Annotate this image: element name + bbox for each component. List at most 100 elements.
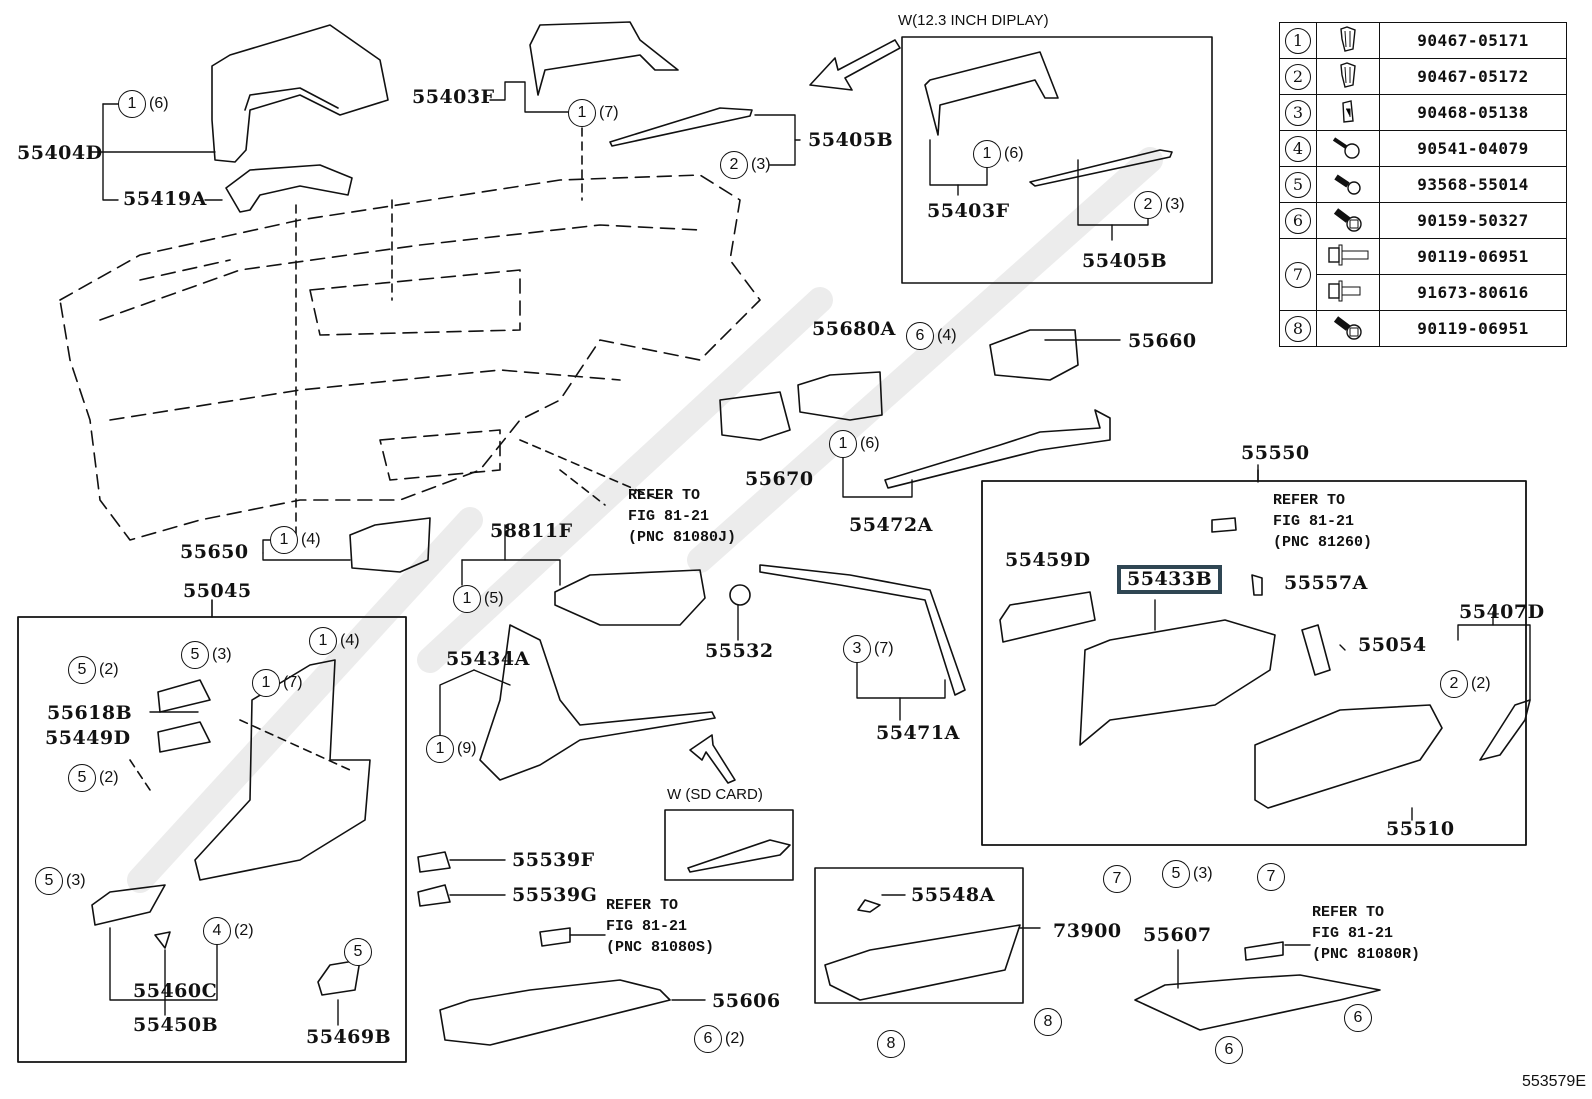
- legend-part-number[interactable]: 93568-55014: [1379, 166, 1567, 203]
- fastener-callout[interactable]: 8: [1034, 1008, 1065, 1036]
- part-label-73900[interactable]: 73900: [1053, 920, 1122, 942]
- switch-55449D[interactable]: [157, 721, 211, 753]
- part-label-55606[interactable]: 55606: [712, 990, 781, 1012]
- fastener-callout[interactable]: 2(3): [1134, 191, 1185, 219]
- fastener-callout[interactable]: 5(3): [1162, 860, 1213, 888]
- legend-part-number[interactable]: 90467-05171: [1379, 22, 1567, 59]
- fastener-callout[interactable]: 1(7): [252, 669, 303, 697]
- fastener-callout[interactable]: 4(2): [203, 917, 254, 945]
- switch-55557A[interactable]: [1251, 574, 1263, 596]
- legend-row[interactable]: 4 90541-04079: [1279, 130, 1567, 167]
- part-label-55469B[interactable]: 55469B: [306, 1026, 392, 1048]
- part-label-55539G[interactable]: 55539G: [512, 884, 598, 906]
- part-label-55650[interactable]: 55650: [180, 541, 249, 563]
- fastener-callout[interactable]: 1(6): [973, 140, 1024, 168]
- trim-strip-55472A[interactable]: [884, 409, 1111, 489]
- fastener-callout[interactable]: 8: [877, 1030, 908, 1058]
- trim-strip-w-55405B[interactable]: [1029, 149, 1173, 187]
- fastener-callout[interactable]: 7: [1257, 863, 1288, 891]
- vent-55670[interactable]: [719, 391, 791, 441]
- vent-55660[interactable]: [989, 329, 1079, 381]
- damper-55054[interactable]: [1301, 624, 1331, 676]
- lower-cover-55607[interactable]: [1134, 974, 1381, 1031]
- legend-part-number[interactable]: 90467-05172: [1379, 58, 1567, 95]
- knob-55532[interactable]: [729, 584, 751, 606]
- part-label-55407D[interactable]: 55407D: [1459, 601, 1545, 623]
- legend-part-number[interactable]: 90468-05138: [1379, 94, 1567, 131]
- legend-row[interactable]: 5 93568-55014: [1279, 166, 1567, 203]
- part-label-55433B[interactable]: 55433B: [1127, 568, 1213, 590]
- fastener-callout[interactable]: 1(6): [829, 430, 880, 458]
- part-label-55405B-w[interactable]: 55405B: [1082, 250, 1168, 272]
- legend-part-number[interactable]: 90119-06951: [1379, 238, 1567, 275]
- part-label-55054[interactable]: 55054: [1358, 634, 1427, 656]
- meter-hood-55404D[interactable]: [211, 24, 389, 163]
- part-label-55419A[interactable]: 55419A: [123, 188, 207, 210]
- fastener-callout[interactable]: 2(3): [720, 151, 771, 179]
- part-label-55434A[interactable]: 55434A: [446, 648, 530, 670]
- fastener-callout[interactable]: 1(4): [270, 526, 321, 554]
- pin-55460C[interactable]: [154, 931, 171, 949]
- fastener-callout[interactable]: 5: [344, 938, 375, 966]
- part-label-55548A[interactable]: 55548A: [911, 884, 995, 906]
- part-label-55660[interactable]: 55660: [1128, 330, 1197, 352]
- fastener-callout[interactable]: 6: [1344, 1004, 1375, 1032]
- part-label-55670[interactable]: 55670: [745, 468, 814, 490]
- part-label-55550[interactable]: 55550: [1241, 442, 1310, 464]
- part-label-55404D[interactable]: 55404D: [17, 142, 103, 164]
- hinge-55407D[interactable]: [1479, 699, 1531, 761]
- part-label-55403F[interactable]: 55403F: [412, 86, 495, 108]
- trim-strip-55405B[interactable]: [609, 107, 753, 147]
- legend-part-number[interactable]: 90159-50327: [1379, 202, 1567, 239]
- pillar-trim-55471A[interactable]: [759, 564, 966, 696]
- fastener-callout[interactable]: 2(2): [1440, 670, 1491, 698]
- part-label-55450B[interactable]: 55450B: [133, 1014, 219, 1036]
- fastener-callout[interactable]: 6(2): [694, 1025, 745, 1053]
- lower-cover-55606[interactable]: [439, 979, 671, 1046]
- legend-part-number[interactable]: 90119-06951: [1379, 310, 1567, 347]
- part-label-55539F[interactable]: 55539F: [512, 849, 595, 871]
- fastener-callout[interactable]: 1(5): [453, 585, 504, 613]
- part-label-58811F[interactable]: 58811F: [490, 520, 573, 542]
- display-hood-55403F[interactable]: [529, 21, 679, 96]
- legend-row[interactable]: 3 90468-05138: [1279, 94, 1567, 131]
- fastener-callout[interactable]: 7: [1103, 865, 1134, 893]
- fastener-callout[interactable]: 5(3): [181, 641, 232, 669]
- part-label-55557A[interactable]: 55557A: [1284, 572, 1368, 594]
- bracket-55450B[interactable]: [91, 884, 166, 926]
- legend-part-number[interactable]: 91673-80616: [1379, 274, 1567, 311]
- legend-row[interactable]: 6 90159-50327: [1279, 202, 1567, 239]
- part-label-55403F-w[interactable]: 55403F: [927, 200, 1010, 222]
- fastener-callout[interactable]: 5(2): [68, 656, 119, 684]
- legend-row[interactable]: 2 90467-05172: [1279, 58, 1567, 95]
- refer-note-81080R[interactable]: REFER TO FIG 81-21 (PNC 81080R): [1312, 904, 1421, 963]
- fastener-callout[interactable]: 1(7): [568, 99, 619, 127]
- fastener-callout[interactable]: 1(4): [309, 627, 360, 655]
- part-label-55680A[interactable]: 55680A: [812, 318, 896, 340]
- legend-part-number[interactable]: 90541-04079: [1379, 130, 1567, 167]
- part-label-55472A[interactable]: 55472A: [849, 514, 933, 536]
- refer-note-81080J[interactable]: REFER TO FIG 81-21 (PNC 81080J): [628, 487, 737, 546]
- fastener-callout[interactable]: 6(4): [906, 322, 957, 350]
- part-label-55618B[interactable]: 55618B: [47, 702, 133, 724]
- bracket-55469B[interactable]: [317, 959, 361, 996]
- refer-note-81080S[interactable]: REFER TO FIG 81-21 (PNC 81080S): [606, 897, 715, 956]
- part-label-55405B[interactable]: 55405B: [808, 129, 894, 151]
- switch-55618B[interactable]: [157, 679, 211, 713]
- fastener-callout[interactable]: 1(6): [118, 90, 169, 118]
- display-hood-w-55403F[interactable]: [924, 51, 1059, 136]
- part-label-55607[interactable]: 55607: [1143, 924, 1212, 946]
- part-label-55460C[interactable]: 55460C: [133, 980, 218, 1002]
- fastener-callout[interactable]: 3(7): [843, 635, 894, 663]
- legend-row[interactable]: 1 90467-05171: [1279, 22, 1567, 59]
- glovebox-frame-55433B[interactable]: [1079, 619, 1276, 746]
- glove-door-55510[interactable]: [1254, 704, 1443, 809]
- part-label-55459D[interactable]: 55459D: [1005, 549, 1091, 571]
- legend-row[interactable]: 7 90119-06951: [1279, 238, 1567, 311]
- knee-airbag-73900[interactable]: [824, 924, 1021, 1001]
- light-55459D[interactable]: [999, 591, 1096, 643]
- part-label-55532[interactable]: 55532: [705, 640, 774, 662]
- fastener-callout[interactable]: 5(3): [35, 867, 86, 895]
- vent-55650[interactable]: [349, 517, 431, 573]
- cluster-trim-55419A[interactable]: [225, 164, 353, 213]
